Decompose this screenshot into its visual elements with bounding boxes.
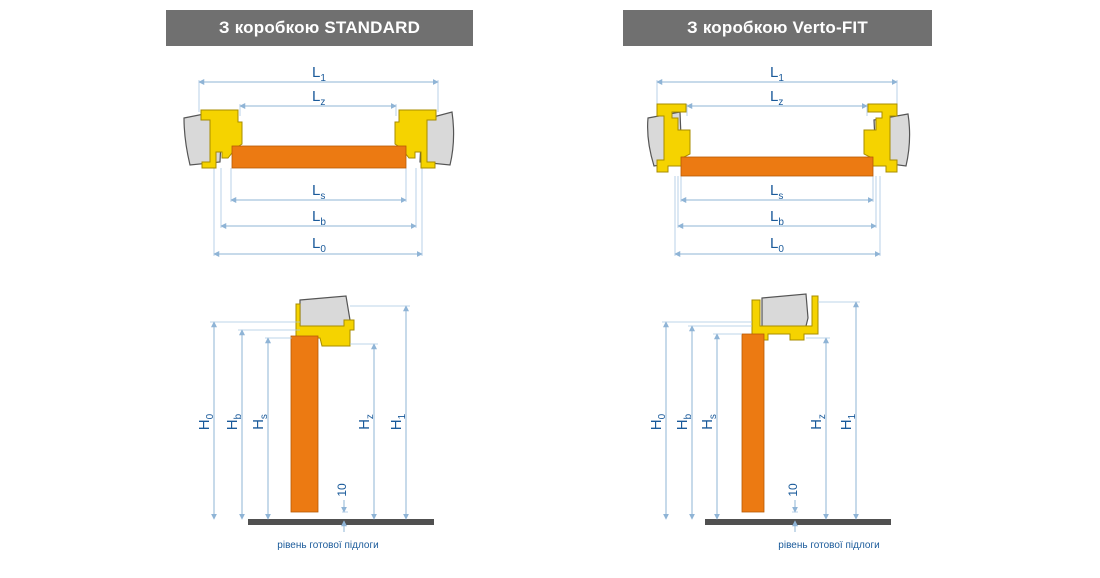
label-H1: H1 xyxy=(838,413,858,430)
floor-level-label: рівень готової підлоги xyxy=(277,540,378,551)
label-Hz: Hz xyxy=(808,414,828,430)
label-Hs: Hs xyxy=(250,414,270,430)
label-Lz: Lz xyxy=(770,88,783,108)
door-leaf-side-verto xyxy=(741,333,765,513)
label-H1: H1 xyxy=(388,413,408,430)
door-leaf-top-verto xyxy=(680,156,874,177)
label-L1: L1 xyxy=(312,64,326,84)
label-Hb: Hb xyxy=(674,413,694,430)
verto-top-view: L1 Lz Ls Lb L0 xyxy=(647,64,911,257)
door-leaf-side-standard xyxy=(290,335,319,513)
floor xyxy=(705,519,891,525)
wall-right xyxy=(419,111,455,166)
header-standard: З коробкою STANDARD xyxy=(166,10,473,46)
header-verto-fit: З коробкою Verto-FIT xyxy=(623,10,932,46)
frame-left xyxy=(200,109,243,169)
verto-side-view: H0 Hb Hs Hz H1 10 рівень готової підлоги xyxy=(648,293,891,551)
label-Ls: Ls xyxy=(770,182,783,202)
label-L1: L1 xyxy=(770,64,784,84)
frame-top xyxy=(751,295,819,341)
label-Lb: Lb xyxy=(770,208,784,228)
label-H0: H0 xyxy=(196,413,216,430)
label-Lz: Lz xyxy=(312,88,325,108)
label-gap-10: 10 xyxy=(335,483,349,497)
label-L0: L0 xyxy=(770,235,784,255)
floor-level-label: рівень готової підлоги xyxy=(778,540,879,551)
label-Lb: Lb xyxy=(312,208,326,228)
floor xyxy=(248,519,434,525)
label-Hs: Hs xyxy=(699,414,719,430)
label-Ls: Ls xyxy=(312,182,325,202)
label-Hb: Hb xyxy=(224,413,244,430)
label-gap-10: 10 xyxy=(786,483,800,497)
frame-right xyxy=(394,109,437,169)
wall-top xyxy=(761,293,809,329)
door-leaf-top-standard xyxy=(231,145,407,169)
label-H0: H0 xyxy=(648,413,668,430)
standard-top-view: L1 Lz Ls Lb L0 xyxy=(183,64,455,257)
label-Hz: Hz xyxy=(356,414,376,430)
label-L0: L0 xyxy=(312,235,326,255)
standard-side-view: H0 Hb Hs Hz H1 10 рівень готової підлоги xyxy=(196,295,434,551)
